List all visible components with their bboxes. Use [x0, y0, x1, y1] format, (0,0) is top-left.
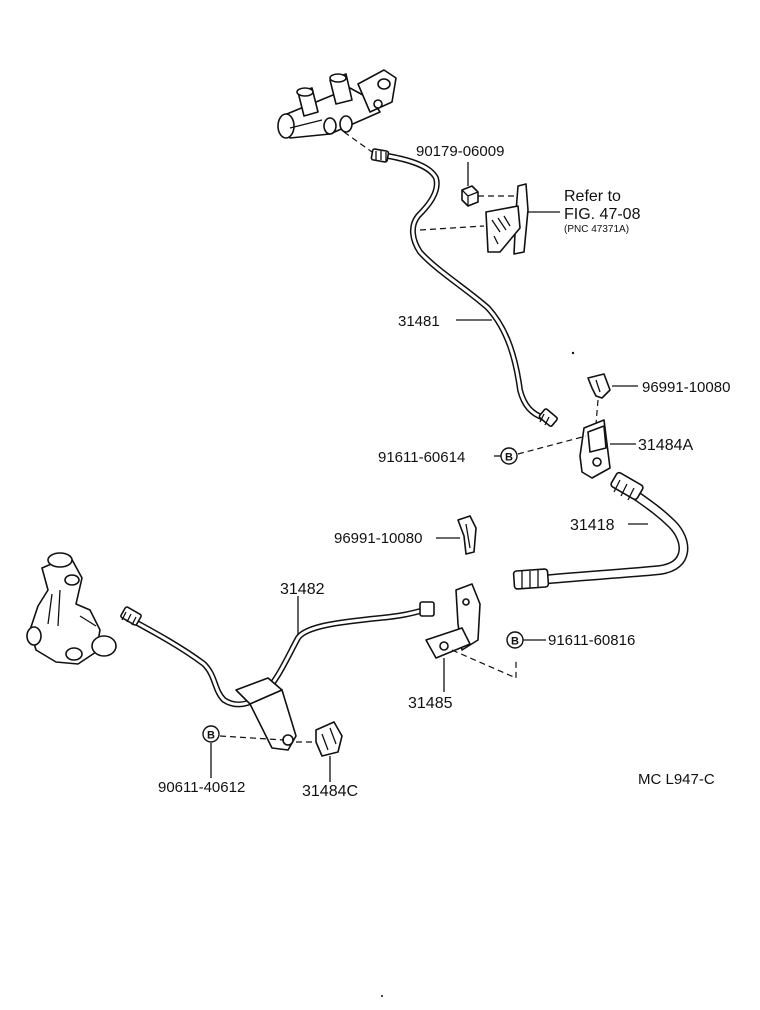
label-96991-10080-top: 96991-10080 [642, 379, 730, 396]
svg-text:B: B [511, 636, 519, 648]
label-90179-06009: 90179-06009 [416, 143, 504, 160]
bracket-icon [485, 183, 529, 255]
label-diagram-code: MC L947-C [638, 771, 715, 788]
label-31481: 31481 [398, 313, 440, 330]
svg-text:B: B [505, 452, 513, 464]
label-refer-to: Refer to [564, 188, 621, 205]
clip-icon [587, 373, 611, 399]
label-31418: 31418 [570, 517, 615, 534]
master-cylinder-icon [277, 69, 397, 139]
bolt-icon: B [500, 447, 518, 465]
label-91611-60614: 91611-60614 [378, 449, 465, 466]
bracket-icon [425, 583, 481, 659]
bracket-icon [235, 677, 297, 751]
speck [571, 351, 575, 355]
brake-pipe-31481 [370, 148, 558, 427]
label-pnc: (PNC 47371A) [564, 224, 629, 235]
brake-caliper-icon [26, 552, 117, 665]
clip-icon [315, 721, 343, 757]
brake-hose-31418 [512, 471, 689, 590]
speck [381, 995, 383, 997]
label-31485: 31485 [408, 695, 453, 712]
svg-text:B: B [207, 730, 215, 742]
label-31484C: 31484C [302, 783, 358, 800]
label-31482: 31482 [280, 581, 325, 598]
bolt-icon: B [202, 725, 220, 743]
label-31484A: 31484A [638, 437, 693, 454]
label-91611-60816: 91611-60816 [548, 632, 635, 649]
label-96991-10080-mid: 96991-10080 [334, 530, 422, 547]
label-fig-ref: FIG. 47-08 [564, 206, 641, 223]
bracket-icon [579, 419, 611, 479]
nut-icon [461, 185, 479, 207]
clip-icon [457, 515, 477, 555]
label-90611-40612: 90611-40612 [158, 779, 245, 796]
bolt-icon: B [506, 631, 524, 649]
